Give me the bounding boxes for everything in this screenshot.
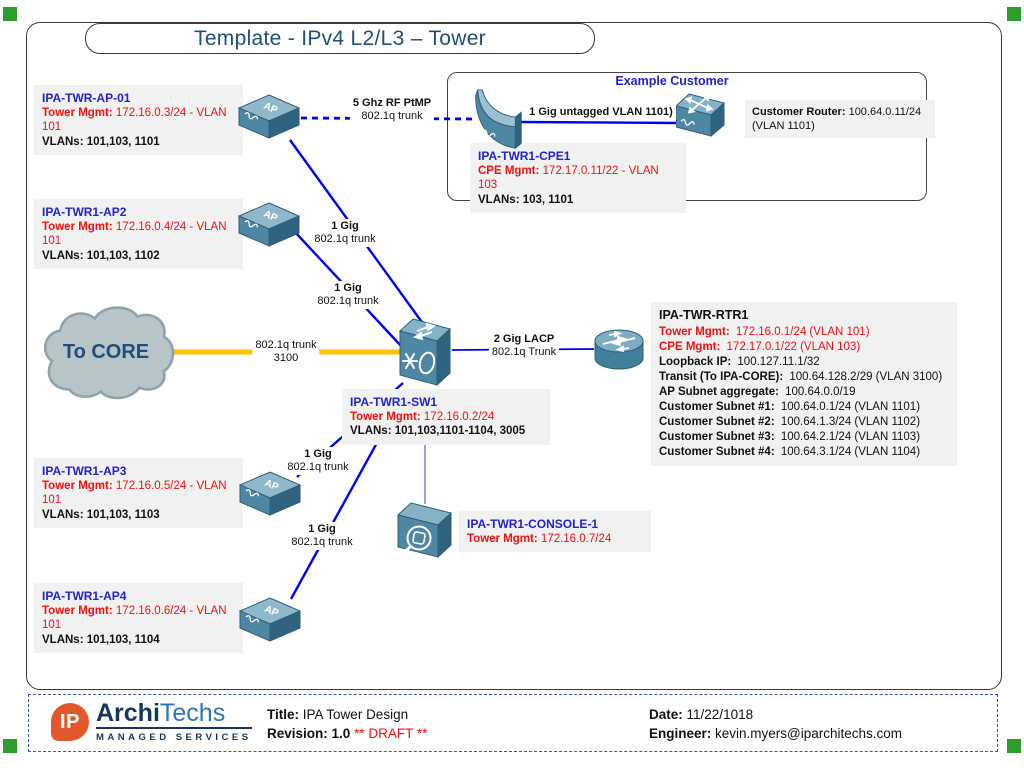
corner-marker [3,739,17,753]
device-label-ap3: IPA-TWR1-AP3 Tower Mgmt: 172.16.0.5/24 -… [34,458,243,528]
device-name: IPA-TWR1-AP2 [42,205,127,219]
device-name: IPA-TWR-RTR1 [659,308,749,322]
customer-router-vlan: (VLAN 1101) [752,120,815,132]
device-name: IPA-TWR1-AP3 [42,464,127,478]
rtr1-row: Transit (To IPA-CORE): 100.64.128.2/29 (… [659,370,943,383]
corner-marker [1007,739,1021,753]
core-cloud-icon [43,306,175,400]
ap01-icon: AP [237,94,301,139]
footer-meta-block: Date: 11/22/1018 Engineer: kevin.myers@i… [649,705,902,743]
corner-marker [1007,7,1021,21]
svg-text:AP: AP [263,478,280,494]
footer-date-line: Date: 11/22/1018 [649,707,754,722]
console-icon [397,502,453,559]
rtr1-row: Loopback IP: 100.127.11.1/32 [659,355,820,368]
footer-title-line: Title: IPA Tower Design [267,707,409,722]
device-name: IPA-TWR1-SW1 [350,395,438,409]
link-ap01-cpe1 [300,116,474,121]
mgmt-line: Tower Mgmt: 172.16.0.6/24 - VLAN 101 [42,604,227,632]
example-customer-title: Example Customer [615,74,729,88]
device-name: IPA-TWR1-CPE1 [478,149,571,163]
corner-marker [3,7,17,21]
rtr1-row: Tower Mgmt: 172.16.0.1/24 (VLAN 101) [659,325,870,338]
device-label-ap4: IPA-TWR1-AP4 Tower Mgmt: 172.16.0.6/24 -… [34,583,243,653]
vlans-line: VLANs: 101,103, 1103 [42,508,160,521]
mgmt-line: Tower Mgmt: 172.16.0.5/24 - VLAN 101 [42,479,227,507]
device-name: IPA-TWR1-CONSOLE-1 [467,517,599,531]
device-label-sw1: IPA-TWR1-SW1 Tower Mgmt: 172.16.0.2/24 V… [342,389,550,445]
device-label-cpe1: IPA-TWR1-CPE1 CPE Mgmt: 172.17.0.11/22 -… [470,143,686,213]
vlans-line: VLANs: 101,103, 1101 [42,135,160,148]
footer-revision-line: Revision: 1.0 ** DRAFT ** [267,726,428,741]
rtr1-row: Customer Subnet #1: 100.64.0.1/24 (VLAN … [659,400,921,413]
rtr1-row: Customer Subnet #3: 100.64.2.1/24 (VLAN … [659,430,921,443]
mgmt-line: Tower Mgmt: 172.16.0.7/24 [467,532,612,545]
footer-panel: IP ArchiTechs MANAGED SERVICES Title: IP… [28,694,998,752]
cpe1-icon [475,89,522,150]
logo-tagline: MANAGED SERVICES [96,732,252,743]
footer-title-block: Title: IPA Tower Design Revision: 1.0 **… [267,705,427,743]
customer-router-icon [676,93,726,138]
rtr1-row: Customer Subnet #4: 100.64.3.1/24 (VLAN … [659,445,921,458]
rtr1-row: CPE Mgmt: 172.17.0.1/22 (VLAN 103) [659,340,861,353]
title-box: Template - IPv4 L2/L3 – Tower [85,23,595,54]
logo-wordmark: ArchiTechs [96,701,252,729]
vlans-line: VLANs: 101,103, 1104 [42,633,160,646]
rtr1-row: AP Subnet aggregate: 100.64.0.0/19 [659,385,856,398]
ap4-icon: AP [238,597,302,642]
vlans-line: VLANs: 101,103, 1102 [42,249,160,262]
vlans-line: VLANs: 101,103,1101-1104, 3005 [350,425,526,437]
company-logo: IP ArchiTechs MANAGED SERVICES [51,701,252,743]
device-label-ap2: IPA-TWR1-AP2 Tower Mgmt: 172.16.0.4/24 -… [34,199,243,269]
switch-sw1-icon [398,318,452,387]
svg-text:AP: AP [262,101,279,117]
footer-engineer-line: Engineer: kevin.myers@iparchitechs.com [649,726,903,741]
svg-text:AP: AP [263,604,280,620]
router-rtr1-icon [594,329,644,370]
rtr1-rows: Tower Mgmt: 172.16.0.1/24 (VLAN 101) CPE … [659,325,949,460]
mgmt-line: Tower Mgmt: 172.16.0.2/24 [350,410,495,423]
link-cpe1-customer-router [520,120,679,125]
core-cloud-label: To CORE [62,341,150,363]
ap2-icon: AP [237,202,301,247]
vlans-line: VLANs: 103, 1101 [478,193,574,206]
page-title: Template - IPv4 L2/L3 – Tower [194,26,486,50]
link-label-cpe1-customer: 1 Gig untagged VLAN 1101) [526,105,676,120]
device-name: IPA-TWR1-AP4 [42,589,127,603]
mgmt-line: Tower Mgmt: 172.16.0.3/24 - VLAN 101 [42,106,227,134]
svg-text:AP: AP [262,209,279,225]
device-label-console: IPA-TWR1-CONSOLE-1 Tower Mgmt: 172.16.0.… [459,511,651,552]
main-border [26,22,1002,690]
mgmt-line: Tower Mgmt: 172.16.0.4/24 - VLAN 101 [42,220,227,248]
ip-logo-badge: IP [51,703,89,741]
ip-logo-text: IP [60,710,80,733]
ap3-icon: AP [238,471,302,516]
rtr1-row: Customer Subnet #2: 100.64.1.3/24 (VLAN … [659,415,921,428]
mgmt-line: CPE Mgmt: 172.17.0.11/22 - VLAN 103 [478,164,659,192]
device-label-ap01: IPA-TWR-AP-01 Tower Mgmt: 172.16.0.3/24 … [34,85,243,155]
device-label-rtr1: IPA-TWR-RTR1 Tower Mgmt: 172.16.0.1/24 (… [651,302,957,466]
customer-router-label: Customer Router: 100.64.0.11/24 (VLAN 11… [745,100,935,138]
device-name: IPA-TWR-AP-01 [42,91,131,105]
